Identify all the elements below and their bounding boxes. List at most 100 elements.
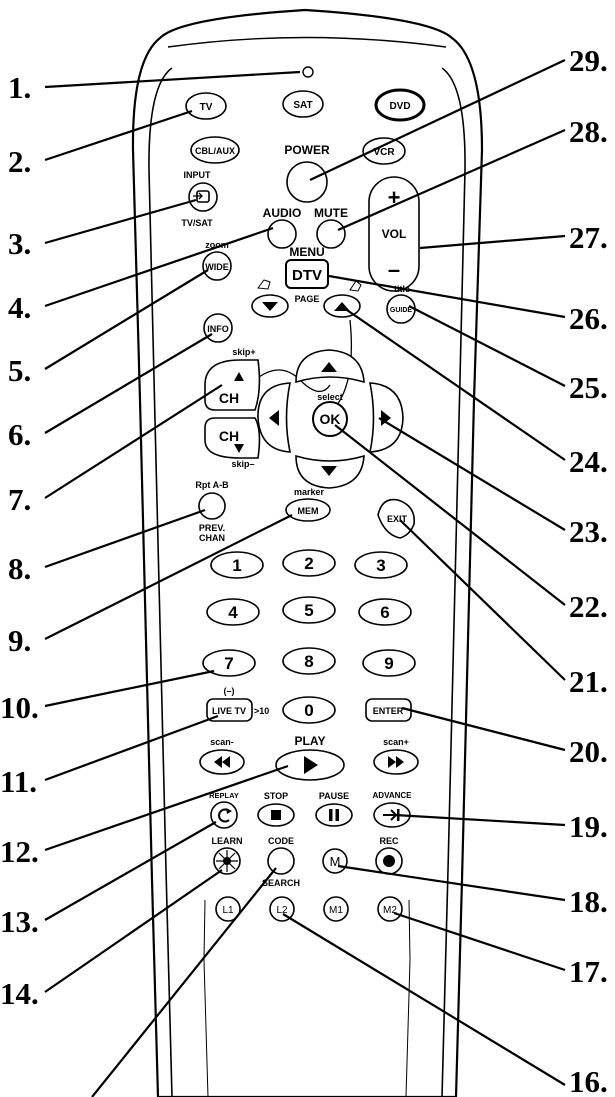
marker-label: marker — [294, 487, 325, 497]
digit-2-button[interactable]: 2 — [282, 549, 336, 577]
svg-text:L1: L1 — [222, 905, 234, 916]
play-button[interactable] — [275, 749, 345, 781]
tv-button[interactable]: TV — [185, 92, 227, 120]
digit-5-button[interactable]: 5 — [282, 596, 336, 624]
svg-text:M: M — [330, 854, 341, 869]
audio-button[interactable] — [267, 219, 297, 249]
svg-text:–: – — [388, 257, 400, 282]
svg-text:OK: OK — [320, 411, 341, 427]
guide-button[interactable]: GUIDE — [386, 294, 416, 324]
cbl-aux-button[interactable]: CBL/AUX — [190, 136, 240, 164]
learn-button[interactable] — [213, 847, 241, 875]
dvd-button[interactable]: DVD — [374, 88, 426, 122]
dpad-down-button[interactable] — [295, 454, 365, 489]
prev-chan-button[interactable] — [198, 492, 226, 520]
callout-4: 4. — [8, 290, 31, 325]
power-button[interactable] — [286, 161, 328, 203]
digit-4-button[interactable]: 4 — [206, 598, 260, 626]
callout-1: 1. — [8, 70, 31, 105]
l2-button[interactable]: L2 — [269, 896, 295, 922]
callout-29: 29. — [569, 43, 608, 78]
digit-7-button[interactable]: 7 — [202, 649, 256, 677]
zoom-label: zoom — [205, 240, 229, 250]
info-button[interactable]: INFO — [203, 313, 233, 343]
callout-26: 26. — [569, 301, 608, 336]
live-tv-button[interactable]: LIVE TV — [206, 698, 253, 722]
learn-label: LEARN — [212, 836, 243, 846]
audio-label: AUDIO — [263, 206, 302, 220]
svg-text:TV: TV — [200, 102, 213, 113]
pause-label: PAUSE — [319, 791, 349, 801]
enter-button[interactable]: ENTER — [365, 698, 412, 722]
ir-led-indicator — [302, 66, 314, 78]
svg-text:7: 7 — [224, 654, 233, 673]
svg-text:MEM: MEM — [298, 506, 319, 516]
callout-18: 18. — [569, 884, 608, 919]
code-search-button[interactable] — [267, 847, 295, 875]
svg-text:5: 5 — [304, 601, 313, 620]
digit-6-button[interactable]: 6 — [358, 598, 412, 626]
m2-button[interactable]: M2 — [377, 896, 403, 922]
svg-text:6: 6 — [380, 603, 389, 622]
digit-3-button[interactable]: 3 — [354, 551, 408, 579]
volume-rocker[interactable]: + VOL – — [368, 176, 420, 292]
sat-button[interactable]: SAT — [282, 90, 324, 118]
channel-up-button[interactable]: CH — [204, 359, 261, 411]
svg-text:SAT: SAT — [293, 100, 312, 111]
svg-text:WIDE: WIDE — [205, 262, 229, 272]
svg-text:0: 0 — [304, 701, 313, 720]
dpad-left-button[interactable] — [257, 382, 291, 453]
leader-lines — [44, 59, 566, 1097]
svg-text:INFO: INFO — [207, 324, 229, 334]
l1-button[interactable]: L1 — [215, 896, 241, 922]
page-up-button[interactable] — [323, 294, 361, 318]
callout-12: 12. — [0, 834, 39, 869]
play-label: PLAY — [295, 734, 326, 748]
callout-24: 24. — [569, 444, 608, 479]
svg-text:DVD: DVD — [389, 101, 410, 112]
stop-button[interactable] — [257, 803, 295, 827]
vcr-button[interactable]: VCR — [362, 137, 406, 165]
svg-text:VCR: VCR — [373, 147, 395, 158]
svg-text:9: 9 — [384, 654, 393, 673]
fast-forward-button[interactable] — [373, 749, 419, 775]
m-button[interactable]: M — [322, 848, 348, 874]
svg-text:GUIDE: GUIDE — [390, 307, 413, 314]
mute-button[interactable] — [316, 219, 346, 249]
pause-button[interactable] — [315, 803, 353, 827]
svg-text:CH: CH — [219, 390, 239, 406]
channel-down-button[interactable]: CH — [204, 417, 261, 459]
rewind-button[interactable] — [199, 749, 245, 775]
svg-text:M1: M1 — [329, 905, 343, 916]
callout-16: 16. — [569, 1064, 608, 1097]
mem-button[interactable]: MEM — [285, 498, 331, 522]
dpad-up-button[interactable] — [295, 349, 365, 384]
wide-button[interactable]: WIDE — [202, 251, 232, 281]
callout-6: 6. — [8, 417, 31, 452]
page-down-button[interactable] — [251, 294, 289, 318]
svg-text:1: 1 — [232, 556, 241, 575]
exit-button[interactable]: EXIT — [377, 498, 415, 539]
svg-text:CH: CH — [219, 428, 239, 444]
digit-1-button[interactable]: 1 — [210, 551, 264, 579]
search-label: SEARCH — [262, 878, 300, 888]
callout-21: 21. — [569, 664, 608, 699]
digit-9-button[interactable]: 9 — [362, 649, 416, 677]
dash-label: (–) — [224, 686, 235, 696]
dpad-right-button[interactable] — [369, 382, 404, 453]
record-button[interactable] — [375, 847, 403, 875]
power-label: POWER — [284, 143, 330, 157]
input-tv-sat-button[interactable] — [188, 182, 218, 212]
digit-0-button[interactable]: 0 — [282, 696, 336, 724]
tvsat-label: TV/SAT — [181, 218, 213, 228]
thumbs-up-icon — [349, 280, 362, 292]
callout-25: 25. — [569, 370, 608, 405]
digit-8-button[interactable]: 8 — [282, 647, 336, 675]
menu-dtv-button[interactable]: DTV — [285, 259, 329, 289]
m1-button[interactable]: M1 — [323, 896, 349, 922]
greater-than-ten-label: >10 — [254, 706, 269, 716]
callout-22: 22. — [569, 589, 608, 624]
replay-button[interactable] — [210, 801, 238, 829]
svg-text:VOL: VOL — [382, 227, 407, 241]
